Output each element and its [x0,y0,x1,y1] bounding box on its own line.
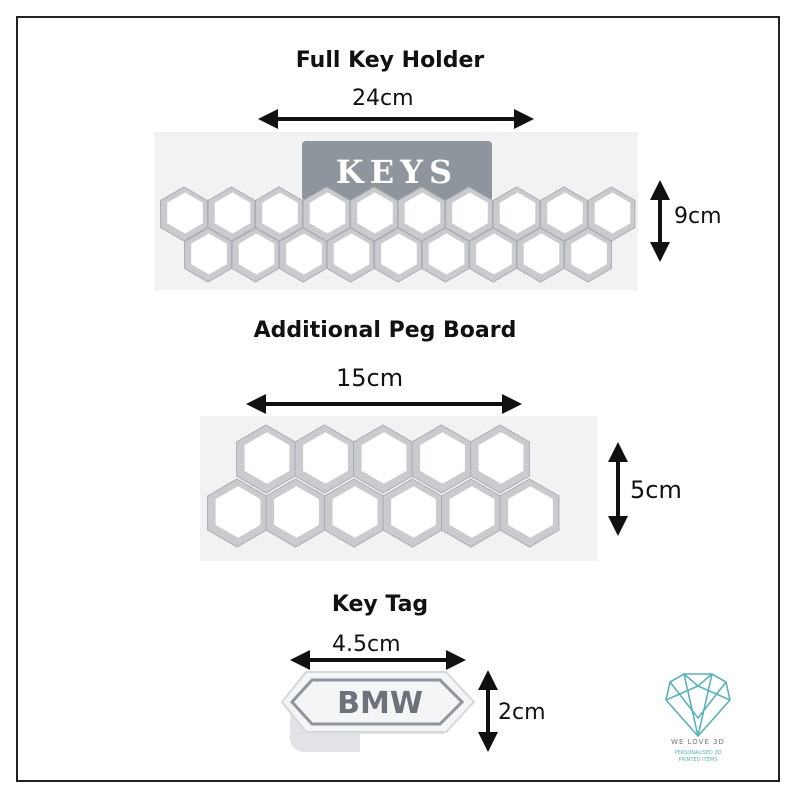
peg-board-title: Additional Peg Board [253,318,517,343]
hexagon-hole [478,432,524,484]
hexagon-hole [286,233,322,275]
hexagon-hole [274,486,319,538]
hexagon-hole [404,192,441,234]
hexagon-hole [244,432,290,484]
hexagon-hole [357,192,393,234]
outer-frame [16,16,780,782]
hexagon-hole [420,432,465,484]
hexagon-hole [381,233,417,275]
hexagon-hole [508,486,553,538]
hexagon-hole [167,192,203,234]
hexagon-hole [332,486,378,538]
hexagon-hole [547,192,583,234]
hexagon-hole [452,192,488,234]
hexagon-hole [391,486,436,538]
key-tag: BMW [280,671,476,752]
hexagon-hole [476,233,512,275]
full-width-label: 24cm [352,86,414,111]
heart-logo-icon [665,673,731,738]
tag-height-label: 2cm [498,700,546,725]
hexagon-hole [571,233,607,275]
hexagon-hole [428,233,465,275]
key-tag-title: Key Tag [331,592,429,617]
hexagon-hole [262,192,298,234]
full-holder-hexagons [160,186,636,283]
hexagon-hole [214,192,251,234]
logo-tagline-2: PRINTED ITEMS [678,757,718,763]
hexagon-hole [594,192,631,234]
hexagon-hole [309,192,346,234]
hexagon-hole [215,486,261,538]
peg-board-hexagons [207,424,560,548]
peg-height-label: 5cm [630,476,682,504]
peg-width-label: 15cm [336,364,404,392]
logo-name: WE LOVE 3D [671,738,725,746]
key-tag-text: BMW [337,686,423,721]
hexagon-hole [238,233,275,275]
full-height-label: 9cm [674,204,722,229]
hexagon-hole [333,233,370,275]
full-key-holder-title: Full Key Holder [295,48,485,73]
logo-tagline-1: PERSONALISED 3D [674,750,722,756]
hexagon-hole [191,233,227,275]
hexagon-hole [449,486,495,538]
hexagon-hole [303,432,348,484]
hexagon-hole [523,233,560,275]
keys-plaque [302,141,492,201]
keys-plaque-text: KEYS [336,153,458,191]
hexagon-hole [499,192,536,234]
hexagon-hole [361,432,407,484]
